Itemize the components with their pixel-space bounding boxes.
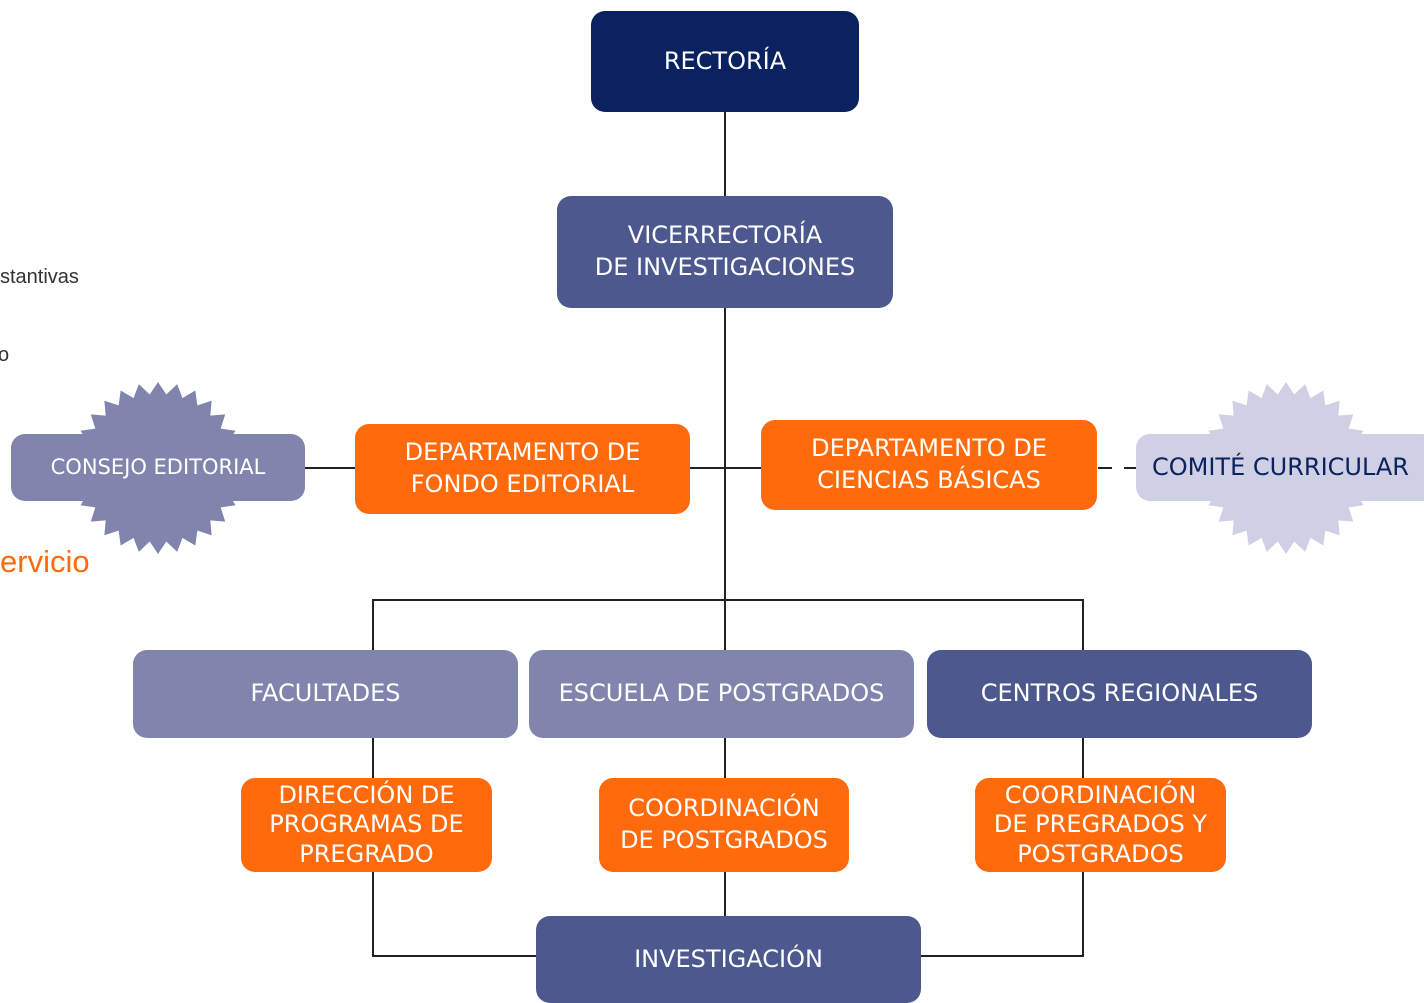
node-ciencias-basicas: DEPARTAMENTO DE CIENCIAS BÁSICAS	[761, 420, 1097, 510]
node-centros-regionales: CENTROS REGIONALES	[927, 650, 1312, 738]
node-escuela-postgrados: ESCUELA DE POSTGRADOS	[529, 650, 914, 738]
node-rectoria: RECTORÍA	[591, 11, 859, 112]
cropped-text-line-1: stantivas	[0, 266, 79, 288]
node-facultades: FACULTADES	[133, 650, 518, 738]
node-direccion-pregrado: DIRECCIÓN DE PROGRAMAS DE PREGRADO	[241, 778, 492, 872]
node-consejo-editorial: CONSEJO EDITORIAL	[11, 434, 305, 501]
cropped-text-line-2: o	[0, 344, 10, 366]
node-fondo-editorial: DEPARTAMENTO DE FONDO EDITORIAL	[355, 424, 690, 514]
node-coordinacion-pregrados-postgrados: COORDINACIÓN DE PREGRADOS Y POSTGRADOS	[975, 778, 1226, 872]
node-comite-curricular: COMITÉ CURRICULAR	[1136, 434, 1424, 501]
node-vicerrectoria: VICERRECTORÍA DE INVESTIGACIONES	[557, 196, 893, 308]
cropped-text-line-3: ervicio	[0, 544, 90, 579]
line-bus-top	[372, 599, 1084, 650]
node-coordinacion-postgrados: COORDINACIÓN DE POSTGRADOS	[599, 778, 849, 872]
node-investigacion: INVESTIGACIÓN	[536, 916, 921, 1003]
